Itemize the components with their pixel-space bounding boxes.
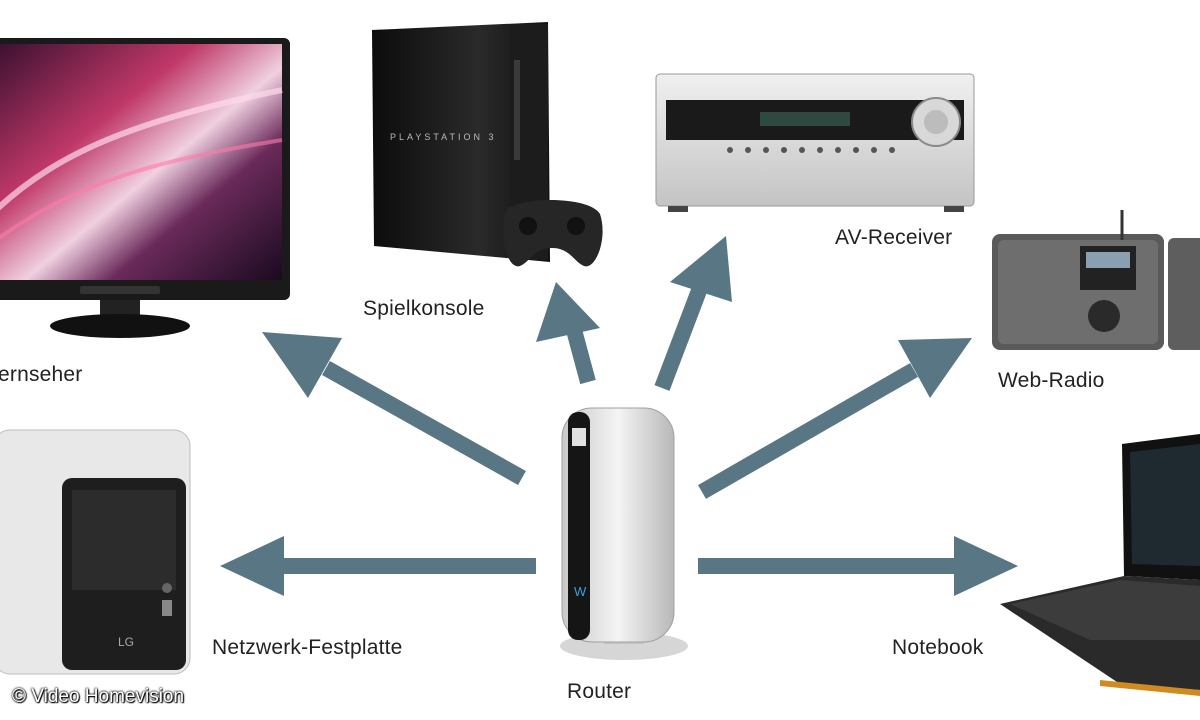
notebook-icon xyxy=(1000,434,1200,696)
arrow-router-tv xyxy=(262,332,526,485)
connection-arrows xyxy=(220,236,1018,596)
svg-text:PLAYSTATION 3: PLAYSTATION 3 xyxy=(390,132,497,142)
svg-text:LG: LG xyxy=(118,635,134,649)
node-label-router: Router xyxy=(567,680,632,703)
web-radio-icon xyxy=(992,210,1200,350)
arrow-router-receiver xyxy=(654,236,732,391)
arrow-router-nas xyxy=(220,536,536,596)
node-label-tv: ernseher xyxy=(0,363,83,386)
node-label-receiver: AV-Receiver xyxy=(835,226,953,249)
arrow-router-console xyxy=(536,282,600,385)
nas-drive-icon: LG xyxy=(0,429,191,675)
av-receiver-icon xyxy=(655,73,975,212)
tv-icon xyxy=(0,38,290,338)
svg-text:W: W xyxy=(574,584,587,599)
router-icon: W xyxy=(560,407,688,660)
node-label-radio: Web-Radio xyxy=(998,369,1105,392)
copyright-credit: © Video Homevision xyxy=(12,686,185,707)
arrow-router-notebook xyxy=(698,536,1018,596)
node-label-console: Spielkonsole xyxy=(363,297,485,320)
node-label-nas: Netzwerk-Festplatte xyxy=(212,636,403,659)
arrow-router-radio xyxy=(698,338,972,499)
game-console-icon: PLAYSTATION 3 xyxy=(372,22,603,267)
node-label-notebook: Notebook xyxy=(892,636,984,659)
